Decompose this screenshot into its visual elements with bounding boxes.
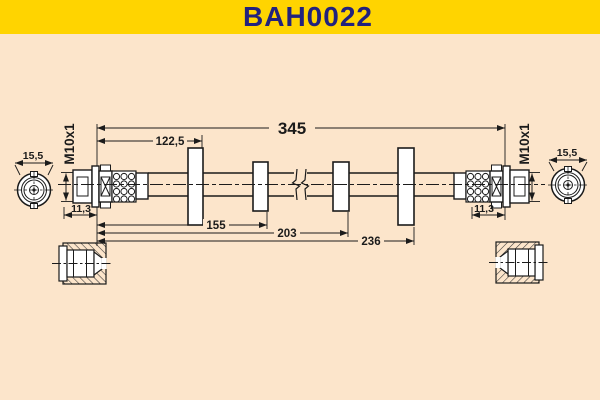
mounting-clip-3 [332, 161, 350, 212]
dimension-label-backgrounds [153, 119, 384, 247]
dim-155: 155 [206, 220, 226, 232]
right-end-view [548, 166, 588, 204]
dim-11-3-right: 11,3 [474, 203, 494, 215]
dim-15-5-right: 15,5 [557, 147, 578, 159]
thread-label-left: M10x1 [62, 123, 77, 165]
thread-label-right: M10x1 [517, 123, 532, 165]
mounting-clip-1 [187, 147, 204, 226]
right-spring-guard-coils [466, 172, 490, 203]
dim-11-3-left: 11,3 [71, 203, 91, 215]
dim-236: 236 [361, 236, 380, 248]
left-end-view [14, 171, 54, 209]
mounting-clip-4 [397, 147, 415, 226]
dim-overall-length: 345 [278, 119, 306, 138]
dim-203: 203 [277, 228, 296, 240]
left-spring-guard-coils [112, 172, 136, 203]
dim-15-5-left: 15,5 [23, 150, 44, 162]
left-fitting [72, 164, 149, 209]
bracket-section-left [52, 242, 113, 285]
dim-122-5: 122,5 [156, 136, 185, 148]
title-bar: BAH0022 [0, 0, 600, 34]
right-fitting [453, 164, 530, 209]
mounting-clips [187, 147, 415, 226]
hose [148, 172, 454, 197]
part-number-title: BAH0022 [243, 1, 373, 32]
mounting-clip-2 [252, 161, 269, 212]
bracket-section-right [489, 241, 550, 284]
